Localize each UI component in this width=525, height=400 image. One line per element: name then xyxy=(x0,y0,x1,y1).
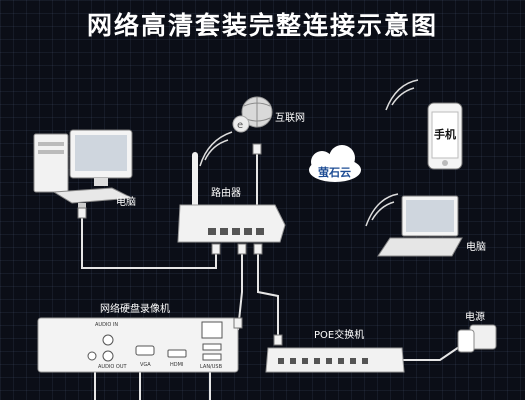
label-router: 路由器 xyxy=(211,188,241,199)
label-laptop: 电脑 xyxy=(466,242,486,253)
label-phone: 手机 xyxy=(434,128,456,141)
cable-connectors xyxy=(77,143,283,346)
nvr-port-vga: VGA xyxy=(140,362,151,368)
cloud-icon xyxy=(309,145,361,182)
svg-text:e: e xyxy=(237,120,243,131)
router-icon xyxy=(177,152,286,243)
cable-pc-router xyxy=(81,215,217,269)
nvr-port-lan: LAN/USB xyxy=(200,364,223,370)
desktop-pc-icon xyxy=(33,129,134,215)
label-internet: 互联网 xyxy=(275,113,305,124)
cable-router-nvr xyxy=(237,246,243,331)
nvr-port-hdmi: HDMI xyxy=(170,362,184,368)
cable-switch-power xyxy=(400,344,463,361)
label-pc: 电脑 xyxy=(116,197,136,208)
internet-globe-icon: e xyxy=(232,96,273,133)
laptop-icon xyxy=(377,195,463,257)
label-power: 电源 xyxy=(465,312,485,323)
nvr-device xyxy=(37,317,239,373)
diagram-title: 网络高清套装完整连接示意图 xyxy=(86,11,438,40)
wifi-signals xyxy=(199,79,419,227)
label-nvr: 网络硬盘录像机 xyxy=(100,304,170,315)
label-poe-switch: POE交换机 xyxy=(314,330,365,341)
cable-router-switch xyxy=(257,246,279,345)
power-adapter-icon xyxy=(457,324,497,353)
nvr-port-audio-in: AUDIO IN xyxy=(95,322,119,328)
poe-switch-device xyxy=(265,347,405,373)
cables xyxy=(81,148,463,400)
label-cloud: 萤石云 xyxy=(318,166,351,179)
nvr-port-audio-out: AUDIO OUT xyxy=(98,364,127,370)
phone-icon xyxy=(427,102,463,170)
